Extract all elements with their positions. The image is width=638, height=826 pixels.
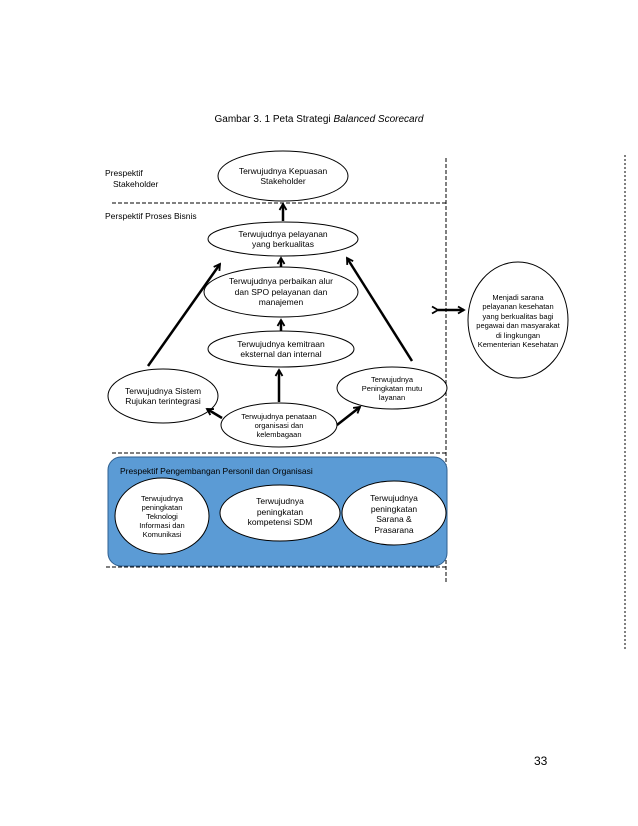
node-mutu-label: Terwujudnya Peningkatan mutu layanan: [361, 374, 423, 402]
node-sarana-shape: [341, 480, 447, 546]
node-rujukan: Terwujudnya Sistem Rujukan terintegrasi: [123, 376, 203, 416]
figure-caption: Gambar 3. 1 Peta Strategi Balanced Score…: [0, 114, 638, 125]
label-stakeholder-line2: Stakeholder: [113, 179, 159, 189]
label-business-perspective: Perspektif Proses Bisnis: [105, 211, 197, 221]
node-pelayanan-shape: [207, 221, 359, 257]
arrow-penataan-to-mutu: [336, 405, 362, 426]
node-sarana-label: Terwujudnya peningkatan Sarana & Prasara…: [370, 493, 418, 535]
node-kepuasan-label: Terwujudnya Kepuasan Stakeholder: [238, 165, 328, 187]
node-mutu: Terwujudnya Peningkatan mutu layanan: [354, 372, 430, 404]
node-kepuasan: Terwujudnya Kepuasan Stakeholder: [238, 155, 328, 197]
node-ti-label: Terwujudnya peningkatan Teknologi Inform…: [139, 493, 185, 539]
node-penataan: Terwujudnya penataan organisasi dan kele…: [238, 408, 320, 442]
node-perbaikan: Terwujudnya perbaikan alur dan SPO pelay…: [228, 272, 334, 312]
node-kepuasan-shape: [217, 150, 349, 202]
node-sdm: Terwujudnya peningkatan kompetensi SDM: [235, 492, 325, 532]
node-side: Menjadi sarana pelayanan kesehatan yang …: [476, 280, 560, 362]
node-penataan-label: Terwujudnya penataan organisasi dan kele…: [241, 411, 317, 439]
arrow-rujukan-to-pelayanan: [146, 262, 222, 367]
arrow-mutu-to-pelayanan: [345, 256, 414, 362]
caption-prefix: Gambar 3. 1 Peta Strategi: [214, 114, 334, 125]
node-mutu-shape: [336, 366, 448, 410]
node-sarana: Terwujudnya peningkatan Sarana & Prasara…: [360, 492, 428, 536]
node-pelayanan-label: Terwujudnya pelayanan yang berkualitas: [238, 228, 328, 250]
label-stakeholder-perspective: Prespektif Stakeholder: [105, 168, 158, 190]
node-kemitraan: Terwujudnya kemitraan eksternal dan inte…: [226, 336, 336, 362]
node-ti-shape: [114, 477, 210, 555]
node-side-label: Menjadi sarana pelayanan kesehatan yang …: [476, 292, 560, 350]
node-rujukan-shape: [107, 368, 219, 424]
label-learning-perspective: Prespektif Pengembangan Personil dan Org…: [120, 466, 313, 476]
node-perbaikan-label: Terwujudnya perbaikan alur dan SPO pelay…: [229, 276, 333, 308]
caption-emphasis: Balanced Scorecard: [333, 114, 424, 125]
label-stakeholder-line1: Prespektif: [105, 168, 143, 178]
page-number: 33: [534, 754, 548, 768]
node-ti: Terwujudnya peningkatan Teknologi Inform…: [130, 488, 194, 544]
node-kemitraan-label: Terwujudnya kemitraan eksternal dan inte…: [237, 338, 325, 360]
node-pelayanan: Terwujudnya pelayanan yang berkualitas: [228, 226, 338, 252]
node-side-shape: [467, 261, 569, 379]
node-sdm-shape: [219, 484, 341, 542]
node-rujukan-label: Terwujudnya Sistem Rujukan terintegrasi: [124, 385, 202, 407]
arrow-penataan-to-rujukan: [205, 407, 223, 420]
node-sdm-label: Terwujudnya peningkatan kompetensi SDM: [247, 496, 313, 528]
